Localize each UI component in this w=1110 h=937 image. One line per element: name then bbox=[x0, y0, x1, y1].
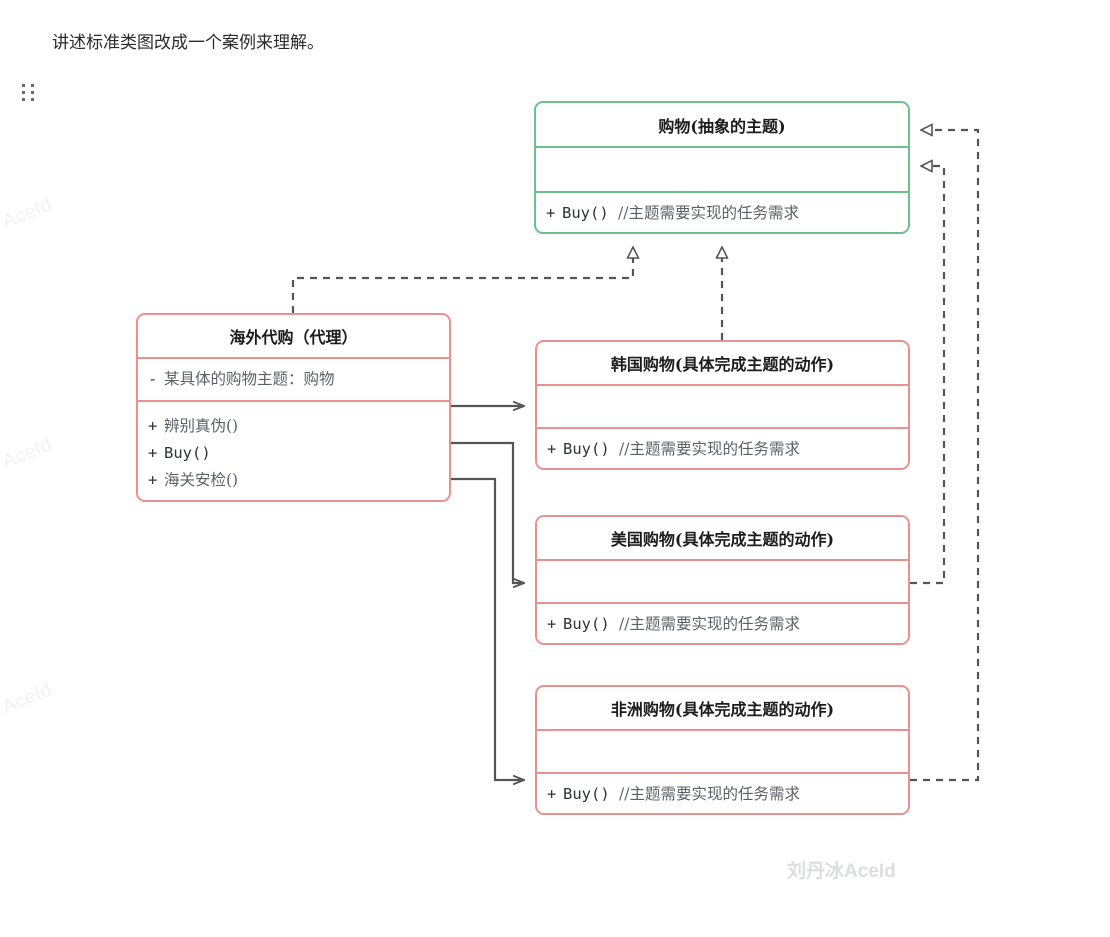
drag-dots-icon[interactable] bbox=[22, 84, 37, 102]
uml-separator bbox=[536, 191, 908, 193]
method-comment: //主题需要实现的任务需求 bbox=[619, 615, 800, 633]
uml-separator bbox=[537, 602, 908, 604]
uml-class-title: 非洲购物(具体完成主题的动作) bbox=[610, 700, 835, 719]
uml-class-overseas-agent[interactable]: 海外代购（代理） -某具体的购物主题：购物 + 辨别真伪() + Buy() + 海关… bbox=[136, 313, 451, 502]
visibility-marker: - bbox=[148, 370, 158, 388]
uml-class-title: 韩国购物(具体完成主题的动作) bbox=[610, 355, 835, 374]
uml-separator bbox=[537, 772, 908, 774]
drag-dot bbox=[31, 98, 34, 101]
visibility-marker: + bbox=[547, 785, 557, 803]
page-intro-text: 讲述标准类图改成一个案例来理解。 bbox=[52, 33, 324, 52]
visibility-marker: + bbox=[148, 444, 158, 462]
uml-separator bbox=[537, 384, 908, 386]
visibility-marker: + bbox=[546, 204, 556, 222]
uml-method-row: + Buy() bbox=[148, 440, 439, 467]
edge-association-africa bbox=[451, 477, 524, 780]
uml-methods-compartment: + Buy() //主题需要实现的任务需求 bbox=[536, 193, 908, 232]
method-signature: Buy() bbox=[563, 785, 610, 803]
uml-attributes-compartment bbox=[537, 386, 908, 427]
uml-methods-compartment: + 辨别真伪() + Buy() + 海关安检() bbox=[138, 402, 449, 500]
uml-method-row: + Buy() //主题需要实现的任务需求 bbox=[547, 781, 898, 808]
uml-method-row: + 海关安检() bbox=[148, 467, 439, 494]
visibility-marker: + bbox=[148, 417, 158, 435]
uml-attributes-compartment bbox=[537, 731, 908, 772]
method-signature: Buy() bbox=[164, 444, 211, 462]
watermark-author: 刘丹冰AceId bbox=[787, 861, 896, 882]
method-comment: //主题需要实现的任务需求 bbox=[618, 204, 799, 222]
uml-class-title: 美国购物(具体完成主题的动作) bbox=[610, 530, 835, 549]
uml-method-row: + Buy() //主题需要实现的任务需求 bbox=[547, 611, 898, 638]
drag-dot bbox=[22, 91, 25, 94]
uml-method-row: + 辨别真伪() bbox=[148, 413, 439, 440]
method-comment: //主题需要实现的任务需求 bbox=[619, 785, 800, 803]
uml-attribute-row: -某具体的购物主题：购物 bbox=[148, 366, 439, 393]
uml-methods-compartment: + Buy() //主题需要实现的任务需求 bbox=[537, 774, 908, 813]
uml-class-shopping-abstract[interactable]: 购物(抽象的主题) + Buy() //主题需要实现的任务需求 bbox=[534, 101, 910, 234]
uml-method-row: + Buy() //主题需要实现的任务需求 bbox=[546, 200, 898, 227]
drag-dot bbox=[31, 84, 34, 87]
uml-class-africa-shopping[interactable]: 非洲购物(具体完成主题的动作) + Buy() //主题需要实现的任务需求 bbox=[535, 685, 910, 815]
uml-attributes-compartment bbox=[537, 561, 908, 602]
uml-method-row: + Buy() //主题需要实现的任务需求 bbox=[547, 436, 898, 463]
uml-methods-compartment: + Buy() //主题需要实现的任务需求 bbox=[537, 604, 908, 643]
uml-attributes-compartment: -某具体的购物主题：购物 bbox=[138, 359, 449, 400]
edge-realization-africa bbox=[910, 130, 980, 782]
method-signature: Buy() bbox=[562, 204, 609, 222]
uml-separator bbox=[537, 427, 908, 429]
uml-separator bbox=[536, 146, 908, 148]
uml-separator bbox=[138, 357, 449, 359]
drag-dot bbox=[22, 84, 25, 87]
method-signature: 辨别真伪() bbox=[164, 417, 239, 435]
uml-separator bbox=[138, 400, 449, 402]
drag-dot bbox=[22, 98, 25, 101]
visibility-marker: + bbox=[547, 615, 557, 633]
method-comment: //主题需要实现的任务需求 bbox=[619, 440, 800, 458]
uml-separator bbox=[537, 729, 908, 731]
method-signature: Buy() bbox=[563, 440, 610, 458]
uml-class-korea-shopping[interactable]: 韩国购物(具体完成主题的动作) + Buy() //主题需要实现的任务需求 bbox=[535, 340, 910, 470]
method-signature: 海关安检() bbox=[164, 471, 239, 489]
uml-attributes-compartment bbox=[536, 148, 908, 191]
uml-class-title: 海外代购（代理） bbox=[229, 328, 358, 347]
drag-dot bbox=[31, 91, 34, 94]
method-signature: Buy() bbox=[563, 615, 610, 633]
attribute-signature: 某具体的购物主题：购物 bbox=[164, 370, 335, 388]
uml-class-usa-shopping[interactable]: 美国购物(具体完成主题的动作) + Buy() //主题需要实现的任务需求 bbox=[535, 515, 910, 645]
uml-separator bbox=[537, 559, 908, 561]
edge-association-usa bbox=[451, 441, 524, 583]
edge-realization-agent bbox=[291, 248, 633, 313]
edge-realization-usa bbox=[910, 166, 946, 585]
uml-methods-compartment: + Buy() //主题需要实现的任务需求 bbox=[537, 429, 908, 468]
uml-class-title: 购物(抽象的主题) bbox=[658, 116, 786, 136]
visibility-marker: + bbox=[148, 471, 158, 489]
visibility-marker: + bbox=[547, 440, 557, 458]
